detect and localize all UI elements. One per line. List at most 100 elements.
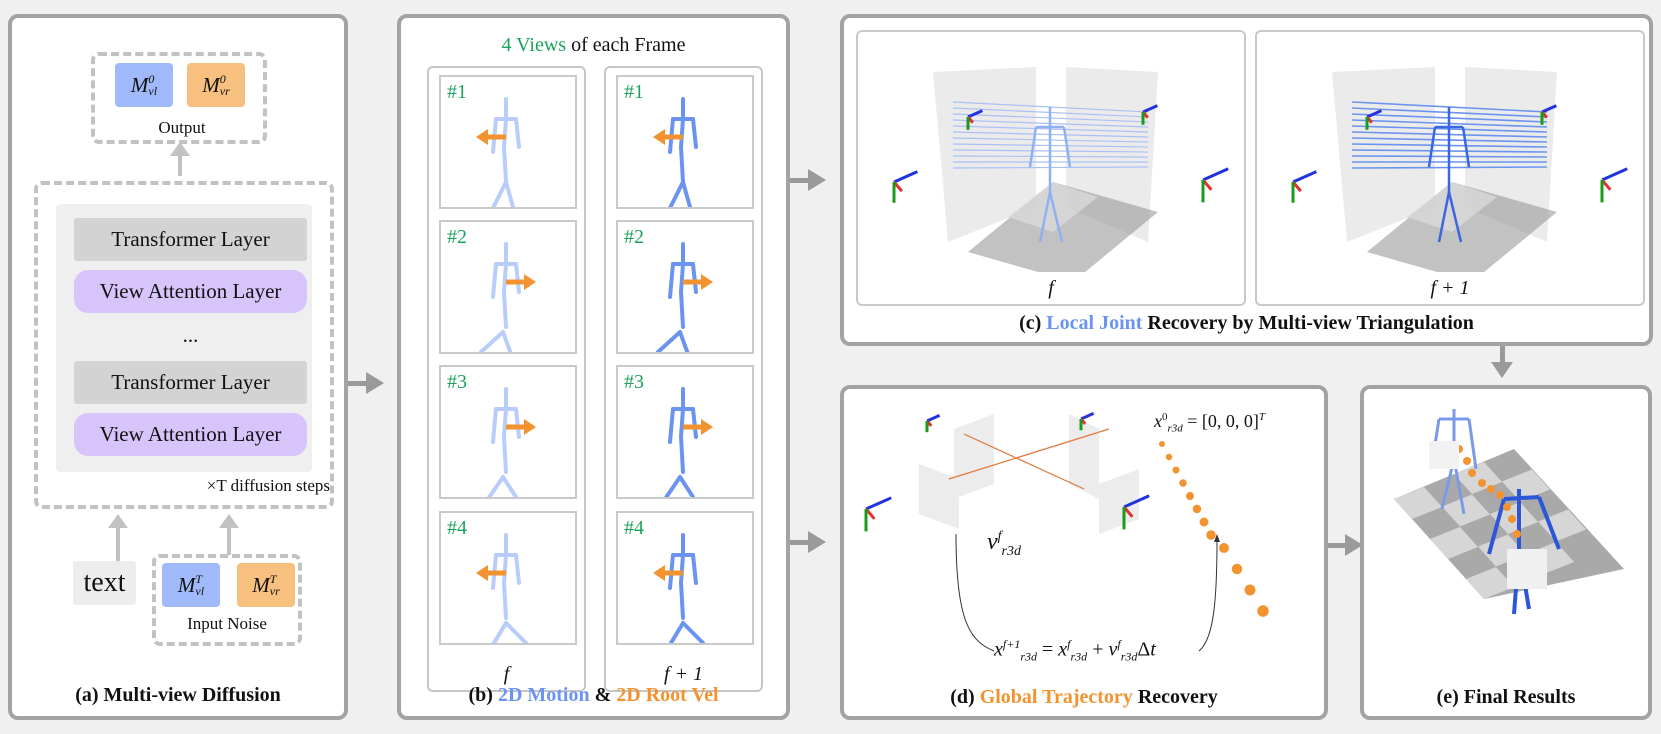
stick-figure xyxy=(656,242,698,356)
arrow-from-noise xyxy=(227,521,231,555)
transformer-layer: Transformer Layer xyxy=(74,361,307,404)
bone xyxy=(679,117,685,149)
axis-x-icon xyxy=(1541,104,1558,114)
trajectory-point xyxy=(1244,584,1256,596)
bone xyxy=(1487,498,1506,555)
arrow-head-icon xyxy=(170,142,190,156)
stick-figure xyxy=(484,387,521,504)
frame-label: f + 1 xyxy=(1430,277,1470,299)
axis-x-icon xyxy=(1142,104,1159,114)
trajectory-point xyxy=(1478,479,1486,487)
diffusion-steps-label: ×T diffusion steps xyxy=(206,476,330,495)
trajectory-point xyxy=(1503,503,1511,511)
skeleton-2d xyxy=(661,387,713,504)
bone xyxy=(504,621,528,645)
view-tile: #2 xyxy=(616,220,754,356)
bone xyxy=(691,262,698,294)
panel-e-caption: (e) Final Results xyxy=(1436,686,1576,708)
camera-plane xyxy=(1069,414,1099,499)
trajectory-point xyxy=(1508,515,1516,523)
skeleton-2d xyxy=(653,97,698,214)
skeleton-3d xyxy=(1427,107,1471,243)
axis-x-icon xyxy=(1601,167,1628,182)
skeleton-2d xyxy=(656,242,713,356)
bone xyxy=(666,621,685,650)
arrow-head-icon xyxy=(701,274,713,290)
ground-tile xyxy=(1442,494,1490,527)
skeleton-3d xyxy=(1487,489,1561,615)
bone xyxy=(501,475,518,499)
trajectory-point xyxy=(1513,530,1521,538)
axis-x-icon xyxy=(1366,109,1383,119)
arrow-head-icon xyxy=(1345,534,1363,556)
arrow-c-to-e xyxy=(1500,346,1505,366)
arrow-head-icon xyxy=(524,274,536,290)
bone xyxy=(679,407,685,439)
view-tile: #4 xyxy=(439,511,577,650)
camera-plane xyxy=(954,414,994,499)
bone xyxy=(502,290,508,329)
recurrence-arrow xyxy=(955,533,995,652)
arrow-to-output xyxy=(178,150,182,176)
frame-label: f xyxy=(1048,277,1054,299)
trajectory-point xyxy=(1206,530,1216,540)
velocity-ray xyxy=(948,428,1110,480)
bone xyxy=(1503,495,1540,501)
trajectory-point xyxy=(1186,492,1194,500)
skeleton-2d xyxy=(479,242,536,356)
axis-x-icon xyxy=(926,414,941,423)
bone xyxy=(491,262,498,299)
arrow-head-icon xyxy=(1214,534,1220,542)
camera-plane xyxy=(919,464,959,529)
axis-x-icon xyxy=(1202,167,1229,182)
views-title: 4 Views of each Frame xyxy=(501,34,686,56)
bone xyxy=(679,290,685,329)
bone xyxy=(1467,418,1478,470)
view-attention-layer: View Attention Layer xyxy=(74,270,307,313)
bone xyxy=(1048,191,1064,243)
camera-plane xyxy=(1099,469,1139,534)
ground-tile xyxy=(1430,527,1478,559)
input-noise-group xyxy=(152,554,302,646)
bone xyxy=(691,117,698,149)
camera-view-card xyxy=(1429,441,1459,469)
input-noise-label: Input Noise xyxy=(187,614,267,633)
axis-x-icon xyxy=(967,109,984,119)
bone xyxy=(501,330,513,356)
axis-x-icon xyxy=(1080,412,1095,421)
trajectory-point xyxy=(1468,469,1476,477)
bone xyxy=(502,553,508,585)
bone xyxy=(681,180,692,209)
panel-b-caption: (b) 2D Motion & 2D Root Vel xyxy=(468,684,719,706)
view-tile: #4 xyxy=(616,511,754,650)
arrow-head-icon xyxy=(108,514,128,528)
transformer-layer: Transformer Layer xyxy=(74,218,307,261)
arrow-head-icon xyxy=(366,372,384,394)
bone xyxy=(504,180,515,209)
view-tile: #1 xyxy=(616,75,754,214)
bone xyxy=(514,407,521,439)
view-tile: #3 xyxy=(616,365,754,504)
view-tile: #2 xyxy=(439,220,577,356)
skeleton-3d xyxy=(1028,107,1072,243)
update-equation: xf+1r3d = xfr3d + vfr3dΔt xyxy=(994,637,1156,664)
ground-tile xyxy=(1538,509,1586,542)
arrow-head-icon xyxy=(653,565,665,581)
bone xyxy=(1461,126,1471,168)
bone xyxy=(502,435,508,474)
trajectory-point xyxy=(1496,491,1504,499)
arrow-head-icon xyxy=(476,565,488,581)
stick-figure xyxy=(666,533,705,650)
bone xyxy=(479,330,505,354)
panel-2d-motion: 4 Views of each Frame #1 #2 #3 #4 f #1 #… xyxy=(397,14,790,720)
arrow-b-to-d xyxy=(790,540,812,545)
ground-tile xyxy=(1394,487,1442,519)
bone xyxy=(656,330,682,354)
stick-figure xyxy=(666,97,698,214)
bone xyxy=(1028,126,1038,168)
bone xyxy=(678,330,690,356)
ground-tile xyxy=(1502,469,1550,502)
